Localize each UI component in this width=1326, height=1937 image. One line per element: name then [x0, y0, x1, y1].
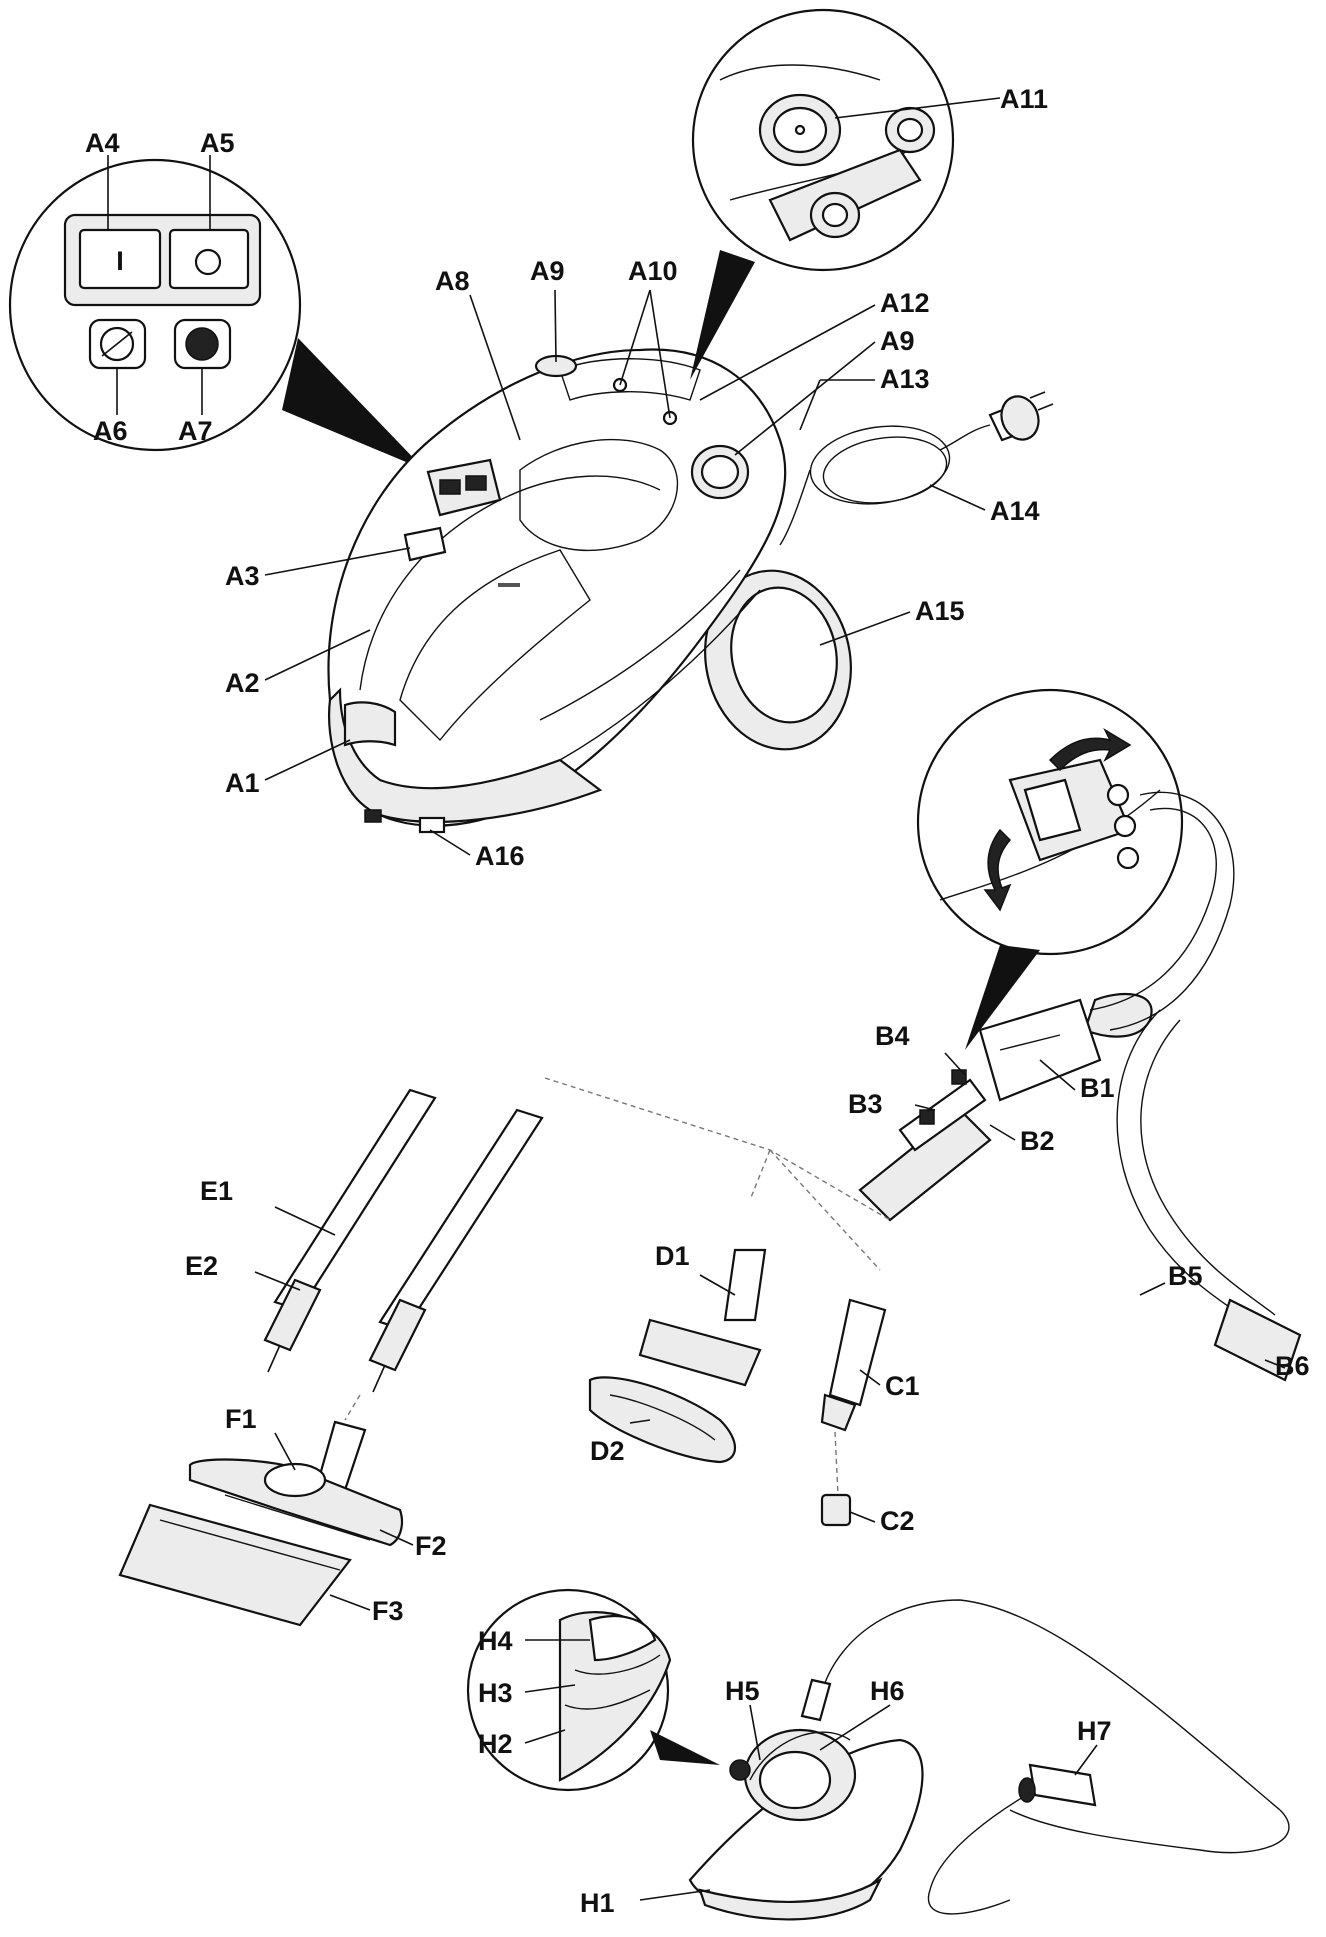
nozzles — [588, 1248, 887, 1527]
handgun-switch-zoom — [916, 688, 1184, 1050]
label-h1: H1 — [580, 1888, 615, 1918]
label-b1: B1 — [1080, 1073, 1115, 1103]
label-d1: D1 — [655, 1241, 690, 1271]
label-f2: F2 — [415, 1531, 447, 1561]
label-f3: F3 — [372, 1596, 404, 1626]
label-a14: A14 — [990, 496, 1040, 526]
label-a12: A12 — [880, 288, 930, 318]
label-a4: A4 — [85, 128, 120, 158]
on-switch-symbol: I — [116, 246, 124, 276]
tank-top-zoom — [690, 8, 955, 380]
label-a13: A13 — [880, 364, 930, 394]
label-a16: A16 — [475, 841, 525, 871]
part-labels: A1 A2 A3 A4 A5 A6 A7 A8 A9 A10 A11 A12 A… — [85, 84, 1310, 1918]
label-e1: E1 — [200, 1176, 233, 1206]
label-h6: H6 — [870, 1676, 905, 1706]
floor-nozzle — [118, 1420, 404, 1627]
label-a9-top: A9 — [530, 256, 565, 286]
label-b3: B3 — [848, 1089, 883, 1119]
switch-panel-zoom: I — [8, 158, 302, 452]
label-a10: A10 — [628, 256, 678, 286]
label-a3: A3 — [225, 561, 260, 591]
label-c1: C1 — [885, 1371, 920, 1401]
label-h5: H5 — [725, 1676, 760, 1706]
label-a7: A7 — [178, 416, 213, 446]
label-a9-right: A9 — [880, 326, 915, 356]
label-b6: B6 — [1275, 1351, 1310, 1381]
hand-gun-hose — [858, 791, 1302, 1382]
steam-iron — [466, 1588, 1290, 1921]
label-h4: H4 — [478, 1626, 513, 1656]
extension-tubes — [263, 1077, 891, 1421]
label-a1: A1 — [225, 768, 260, 798]
label-d2: D2 — [590, 1436, 625, 1466]
label-h3: H3 — [478, 1678, 513, 1708]
label-a5: A5 — [200, 128, 235, 158]
label-f1: F1 — [225, 1404, 257, 1434]
label-h7: H7 — [1077, 1716, 1112, 1746]
label-a15: A15 — [915, 596, 965, 626]
label-h2: H2 — [478, 1729, 513, 1759]
label-b2: B2 — [1020, 1126, 1055, 1156]
label-a8: A8 — [435, 266, 470, 296]
label-e2: E2 — [185, 1251, 218, 1281]
label-a6: A6 — [93, 416, 128, 446]
leader-lines — [107, 97, 1286, 1901]
label-a11: A11 — [1000, 84, 1048, 114]
label-c2: C2 — [880, 1506, 915, 1536]
steam-cleaner-body — [282, 338, 1054, 834]
label-a2: A2 — [225, 668, 260, 698]
label-b5: B5 — [1168, 1261, 1203, 1291]
label-b4: B4 — [875, 1021, 910, 1051]
